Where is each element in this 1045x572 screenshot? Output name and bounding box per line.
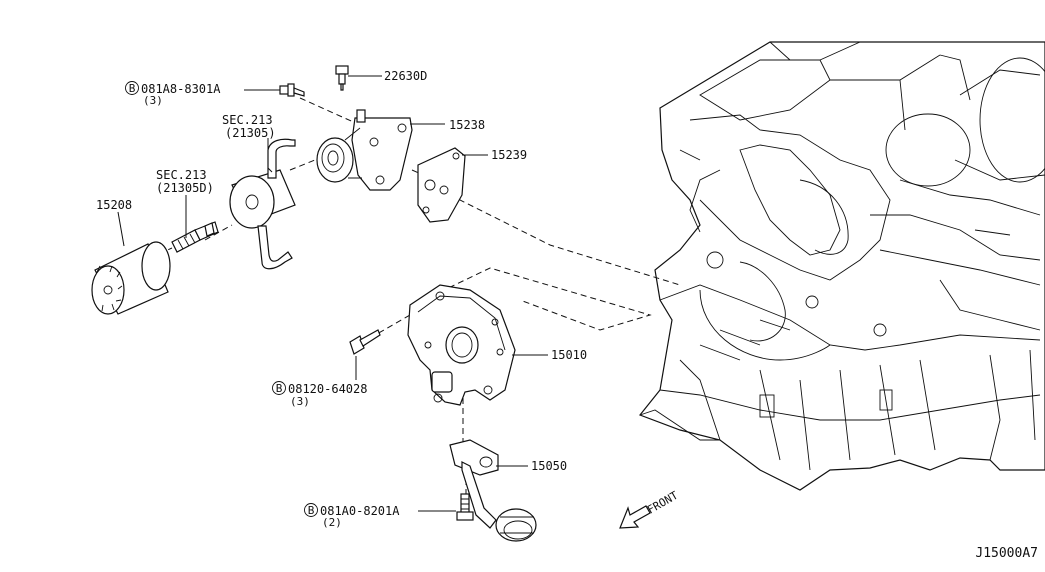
label-15239: 15239 bbox=[491, 148, 527, 162]
label-15010: 15010 bbox=[551, 348, 587, 362]
bolt-081a8 bbox=[279, 83, 305, 97]
callout-081a8: B 081A8-8301A (3) bbox=[125, 81, 221, 107]
oil-filter bbox=[91, 241, 171, 315]
part-number: 081A0-8201A bbox=[320, 504, 400, 518]
bolt-mark: B bbox=[129, 82, 136, 95]
cooler-connector bbox=[171, 221, 219, 253]
front-arrow-icon bbox=[619, 505, 651, 529]
part-qty: (3) bbox=[290, 395, 310, 408]
part-qty: (3) bbox=[143, 94, 163, 107]
bolt-081a0 bbox=[456, 493, 474, 521]
front-label: FRONT bbox=[645, 489, 681, 517]
bracket-gasket bbox=[417, 147, 466, 223]
bolt-mark: B bbox=[308, 504, 315, 517]
label-sec213: SEC.213 bbox=[222, 113, 273, 127]
diagram-id: J15000A7 bbox=[975, 546, 1038, 561]
callout-sec213-21305: SEC.213 (21305) bbox=[222, 113, 276, 140]
bolt-08120 bbox=[349, 329, 381, 355]
label-sec213: SEC.213 bbox=[156, 168, 207, 182]
oil-cooler bbox=[229, 138, 296, 270]
bolt-mark-icon bbox=[272, 381, 286, 395]
part-number: 081A8-8301A bbox=[141, 82, 221, 96]
label-15208: 15208 bbox=[96, 198, 132, 212]
front-indicator: FRONT bbox=[619, 489, 681, 529]
bolt-mark-icon bbox=[125, 81, 139, 95]
oil-cooler-bracket bbox=[316, 109, 413, 191]
label-15238: 15238 bbox=[449, 118, 485, 132]
oil-pressure-sensor bbox=[335, 65, 349, 91]
label-22630d: 22630D bbox=[384, 69, 427, 83]
oil-pump bbox=[407, 284, 516, 406]
callout-08120: B 08120-64028 (3) bbox=[272, 381, 367, 408]
oil-strainer bbox=[449, 439, 537, 542]
label-21305: (21305) bbox=[225, 126, 276, 140]
label-21305d: (21305D) bbox=[156, 181, 214, 195]
leader-lines bbox=[117, 75, 548, 512]
label-15050: 15050 bbox=[531, 459, 567, 473]
bolt-mark: B bbox=[276, 382, 283, 395]
callout-081a0: B 081A0-8201A (2) bbox=[304, 503, 400, 529]
bolt-mark-icon bbox=[304, 503, 318, 517]
part-qty: (2) bbox=[322, 516, 342, 529]
engine-block bbox=[639, 41, 1045, 491]
callout-sec213-21305d: SEC.213 (21305D) bbox=[156, 168, 214, 195]
part-number: 08120-64028 bbox=[288, 382, 367, 396]
